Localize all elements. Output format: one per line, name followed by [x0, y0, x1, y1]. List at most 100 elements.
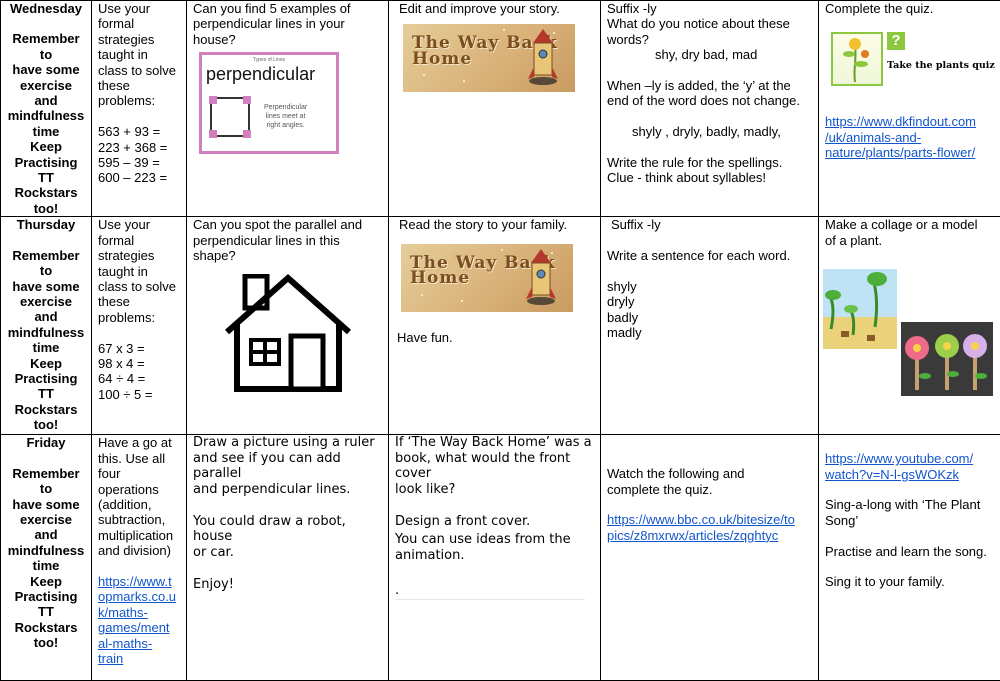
reminder-line: too! — [7, 201, 85, 216]
reminder-line: Remember to — [7, 466, 85, 497]
link-line[interactable]: games/ment — [98, 620, 180, 635]
text-line: class to solve — [98, 63, 180, 78]
reminder-line: exercise and — [7, 78, 85, 109]
text-line: Enjoy! — [193, 577, 382, 592]
text-line: taught in — [98, 47, 180, 62]
text-line: these — [98, 294, 180, 309]
link-line[interactable]: al-maths- — [98, 636, 180, 651]
plant-photo — [831, 32, 883, 86]
link-line[interactable]: opmarks.co.u — [98, 589, 180, 604]
reminder-line: Keep — [7, 356, 85, 371]
day-name: Friday — [7, 435, 85, 450]
text-line: When –ly is added, the ‘y’ at the — [607, 78, 812, 93]
link-line[interactable]: train — [98, 651, 180, 666]
question-mark-icon: ? — [887, 32, 905, 50]
day-cell-thursday: Thursday Remember to have some exercise … — [1, 217, 92, 435]
reminder-line: Practising — [7, 155, 85, 170]
text-line: Can you spot the parallel and — [193, 217, 382, 232]
row-friday: Friday Remember to have some exercise an… — [1, 435, 1000, 681]
link-line[interactable]: nature/plants/parts-flower/ — [825, 145, 994, 160]
text-line: Have a go at — [98, 435, 180, 450]
text-line: Draw a picture using a ruler — [193, 435, 382, 450]
reminder-line: have some — [7, 497, 85, 512]
link-line[interactable]: https://www.youtube.com/ — [825, 451, 994, 466]
text-line: and division) — [98, 543, 180, 558]
reminder-line: Remember to — [7, 248, 85, 279]
day-cell-friday: Friday Remember to have some exercise an… — [1, 435, 92, 681]
text-line: Clue - think about syllables! — [607, 170, 812, 185]
text-line: formal — [98, 16, 180, 31]
topmarks-link[interactable]: https://www.t opmarks.co.u k/maths- game… — [98, 574, 180, 666]
link-line[interactable]: watch?v=N-l-gsWOKzk — [825, 467, 994, 482]
spelling-cell: Suffix -ly Write a sentence for each wor… — [601, 217, 819, 435]
dkfindout-link[interactable]: https://www.dkfindout.com /uk/animals-an… — [825, 114, 994, 160]
text-line: Practise and learn the song. — [825, 544, 994, 559]
link-line[interactable]: https://www.dkfindout.com — [825, 114, 994, 129]
day-cell-wednesday: Wednesday Remember to have some exercise… — [1, 1, 92, 217]
text-line: strategies — [98, 248, 180, 263]
shape-cell: Draw a picture using a ruler and see if … — [187, 435, 389, 681]
reminder-line: mindfulness — [7, 543, 85, 558]
link-line[interactable]: https://www.t — [98, 574, 180, 589]
reminder-line: exercise and — [7, 294, 85, 325]
ly-words: shyly , dryly, badly, madly, — [607, 124, 812, 139]
story-cell: If ‘The Way Back Home’ was a book, what … — [389, 435, 601, 681]
science-cell: Complete the quiz. ? Take the plants qui… — [819, 1, 1000, 217]
text-line: words? — [607, 32, 812, 47]
reminder-line: Keep — [7, 139, 85, 154]
story-cell: Read the story to your family. The Way B… — [389, 217, 601, 435]
science-cell: https://www.youtube.com/ watch?v=N-l-gsW… — [819, 435, 1000, 681]
text-line: (addition, — [98, 497, 180, 512]
maths-cell: Use your formal strategies taught in cla… — [92, 1, 187, 217]
text-line: Sing it to your family. — [825, 574, 994, 589]
text-line: Can you find 5 examples of — [193, 1, 382, 16]
maths-cell: Use your formal strategies taught in cla… — [92, 217, 187, 435]
plants-quiz-image[interactable]: ? Take the plants quiz — [831, 32, 987, 90]
flower-collage-photo — [901, 322, 993, 396]
reminder-line: Remember to — [7, 31, 85, 62]
maths-problems: 563 + 93 = 223 + 368 = 595 – 39 = 600 – … — [98, 124, 180, 186]
shape-cell: Can you find 5 examples of perpendicular… — [187, 1, 389, 217]
day-name: Wednesday — [7, 1, 85, 16]
link-line[interactable]: /uk/animals-and- — [825, 130, 994, 145]
text-line: house? — [193, 32, 382, 47]
reminder-line: Keep — [7, 574, 85, 589]
plant-model-photo — [823, 269, 897, 349]
text-line: Song’ — [825, 513, 994, 528]
poster-caption: Types of Lines — [202, 57, 336, 63]
text-line: Write the rule for the spellings. — [607, 155, 812, 170]
text-line: this. Use all — [98, 451, 180, 466]
text-line: formal — [98, 233, 180, 248]
maths-intro: Use your formal strategies taught in cla… — [98, 1, 180, 109]
way-back-home-image: The Way Back Home — [401, 244, 573, 312]
plant-icon — [833, 34, 881, 84]
text-line: or car. — [193, 545, 382, 560]
youtube-link[interactable]: https://www.youtube.com/ watch?v=N-l-gsW… — [825, 451, 994, 482]
reminder-line: have some — [7, 62, 85, 77]
story-after: Have fun. — [395, 330, 594, 345]
text-line: problems: — [98, 93, 180, 108]
text-line: book, what would the front cover — [395, 451, 594, 482]
story-cell: Edit and improve your story. The Way Bac… — [389, 1, 601, 217]
text-line: taught in — [98, 264, 180, 279]
text-line: You could draw a robot, house — [193, 514, 382, 545]
reminder-line: TT Rockstars — [7, 604, 85, 635]
text-line: Complete the quiz. — [825, 1, 994, 16]
text-line: Make a collage or a model — [823, 217, 996, 232]
text-line: Sing-a-long with ‘The Plant — [825, 497, 994, 512]
shape-cell: Can you spot the parallel and perpendicu… — [187, 217, 389, 435]
perpendicular-poster-image: Types of Lines perpendicular Perpendicul… — [199, 52, 339, 154]
row-wednesday: Wednesday Remember to have some exercise… — [1, 1, 1000, 217]
spelling-word: badly — [607, 310, 812, 325]
story-task: Edit and improve your story. — [395, 1, 594, 16]
link-line[interactable]: k/maths- — [98, 605, 180, 620]
link-line[interactable]: https://www.bbc.co.uk/bitesize/to — [607, 512, 812, 527]
root-words: shy, dry bad, mad — [607, 47, 812, 62]
problem: 100 ÷ 5 = — [98, 387, 180, 402]
bbc-bitesize-link[interactable]: https://www.bbc.co.uk/bitesize/to pics/z… — [607, 512, 812, 543]
link-line[interactable]: pics/z8mxrwx/articles/zqghtyc — [607, 528, 812, 543]
row-thursday: Thursday Remember to have some exercise … — [1, 217, 1000, 435]
text-line: shape? — [193, 248, 382, 263]
text-line: Use your — [98, 1, 180, 16]
